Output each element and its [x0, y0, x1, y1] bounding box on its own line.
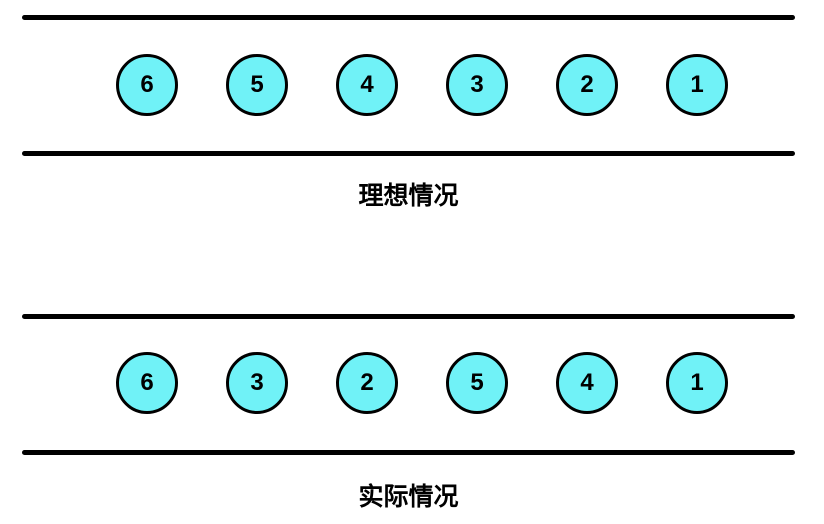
- packet-number: 2: [360, 369, 374, 396]
- actual-lane-bottom-line: [22, 450, 795, 455]
- packet-circle: 1: [666, 352, 728, 414]
- ideal-packet-row: 6 5 4 3 2 1: [116, 54, 728, 116]
- packet-number: 3: [470, 71, 484, 98]
- actual-lane-caption: 实际情况: [358, 483, 459, 511]
- packet-number: 5: [470, 369, 484, 396]
- packet-number: 1: [690, 369, 704, 396]
- packet-number: 2: [580, 71, 594, 98]
- packet-circle: 6: [116, 352, 178, 414]
- packet-circle: 6: [116, 54, 178, 116]
- ideal-lane-caption: 理想情况: [358, 182, 459, 210]
- packet-circle: 4: [556, 352, 618, 414]
- packet-number: 3: [250, 369, 264, 396]
- ideal-lane-top-line: [22, 15, 795, 20]
- actual-packet-row: 6 3 2 5 4 1: [116, 352, 728, 414]
- packet-circle: 3: [446, 54, 508, 116]
- packet-circle: 2: [556, 54, 618, 116]
- packet-number: 4: [580, 369, 594, 396]
- packet-circle: 4: [336, 54, 398, 116]
- packet-circle: 5: [446, 352, 508, 414]
- packet-circle: 1: [666, 54, 728, 116]
- packet-number: 5: [250, 71, 264, 98]
- packet-number: 6: [140, 71, 154, 98]
- packet-number: 6: [140, 369, 154, 396]
- packet-circle: 3: [226, 352, 288, 414]
- packet-circle: 5: [226, 54, 288, 116]
- packet-number: 1: [690, 71, 704, 98]
- packet-circle: 2: [336, 352, 398, 414]
- actual-lane-top-line: [22, 314, 795, 319]
- ideal-lane-bottom-line: [22, 151, 795, 156]
- packet-number: 4: [360, 71, 374, 98]
